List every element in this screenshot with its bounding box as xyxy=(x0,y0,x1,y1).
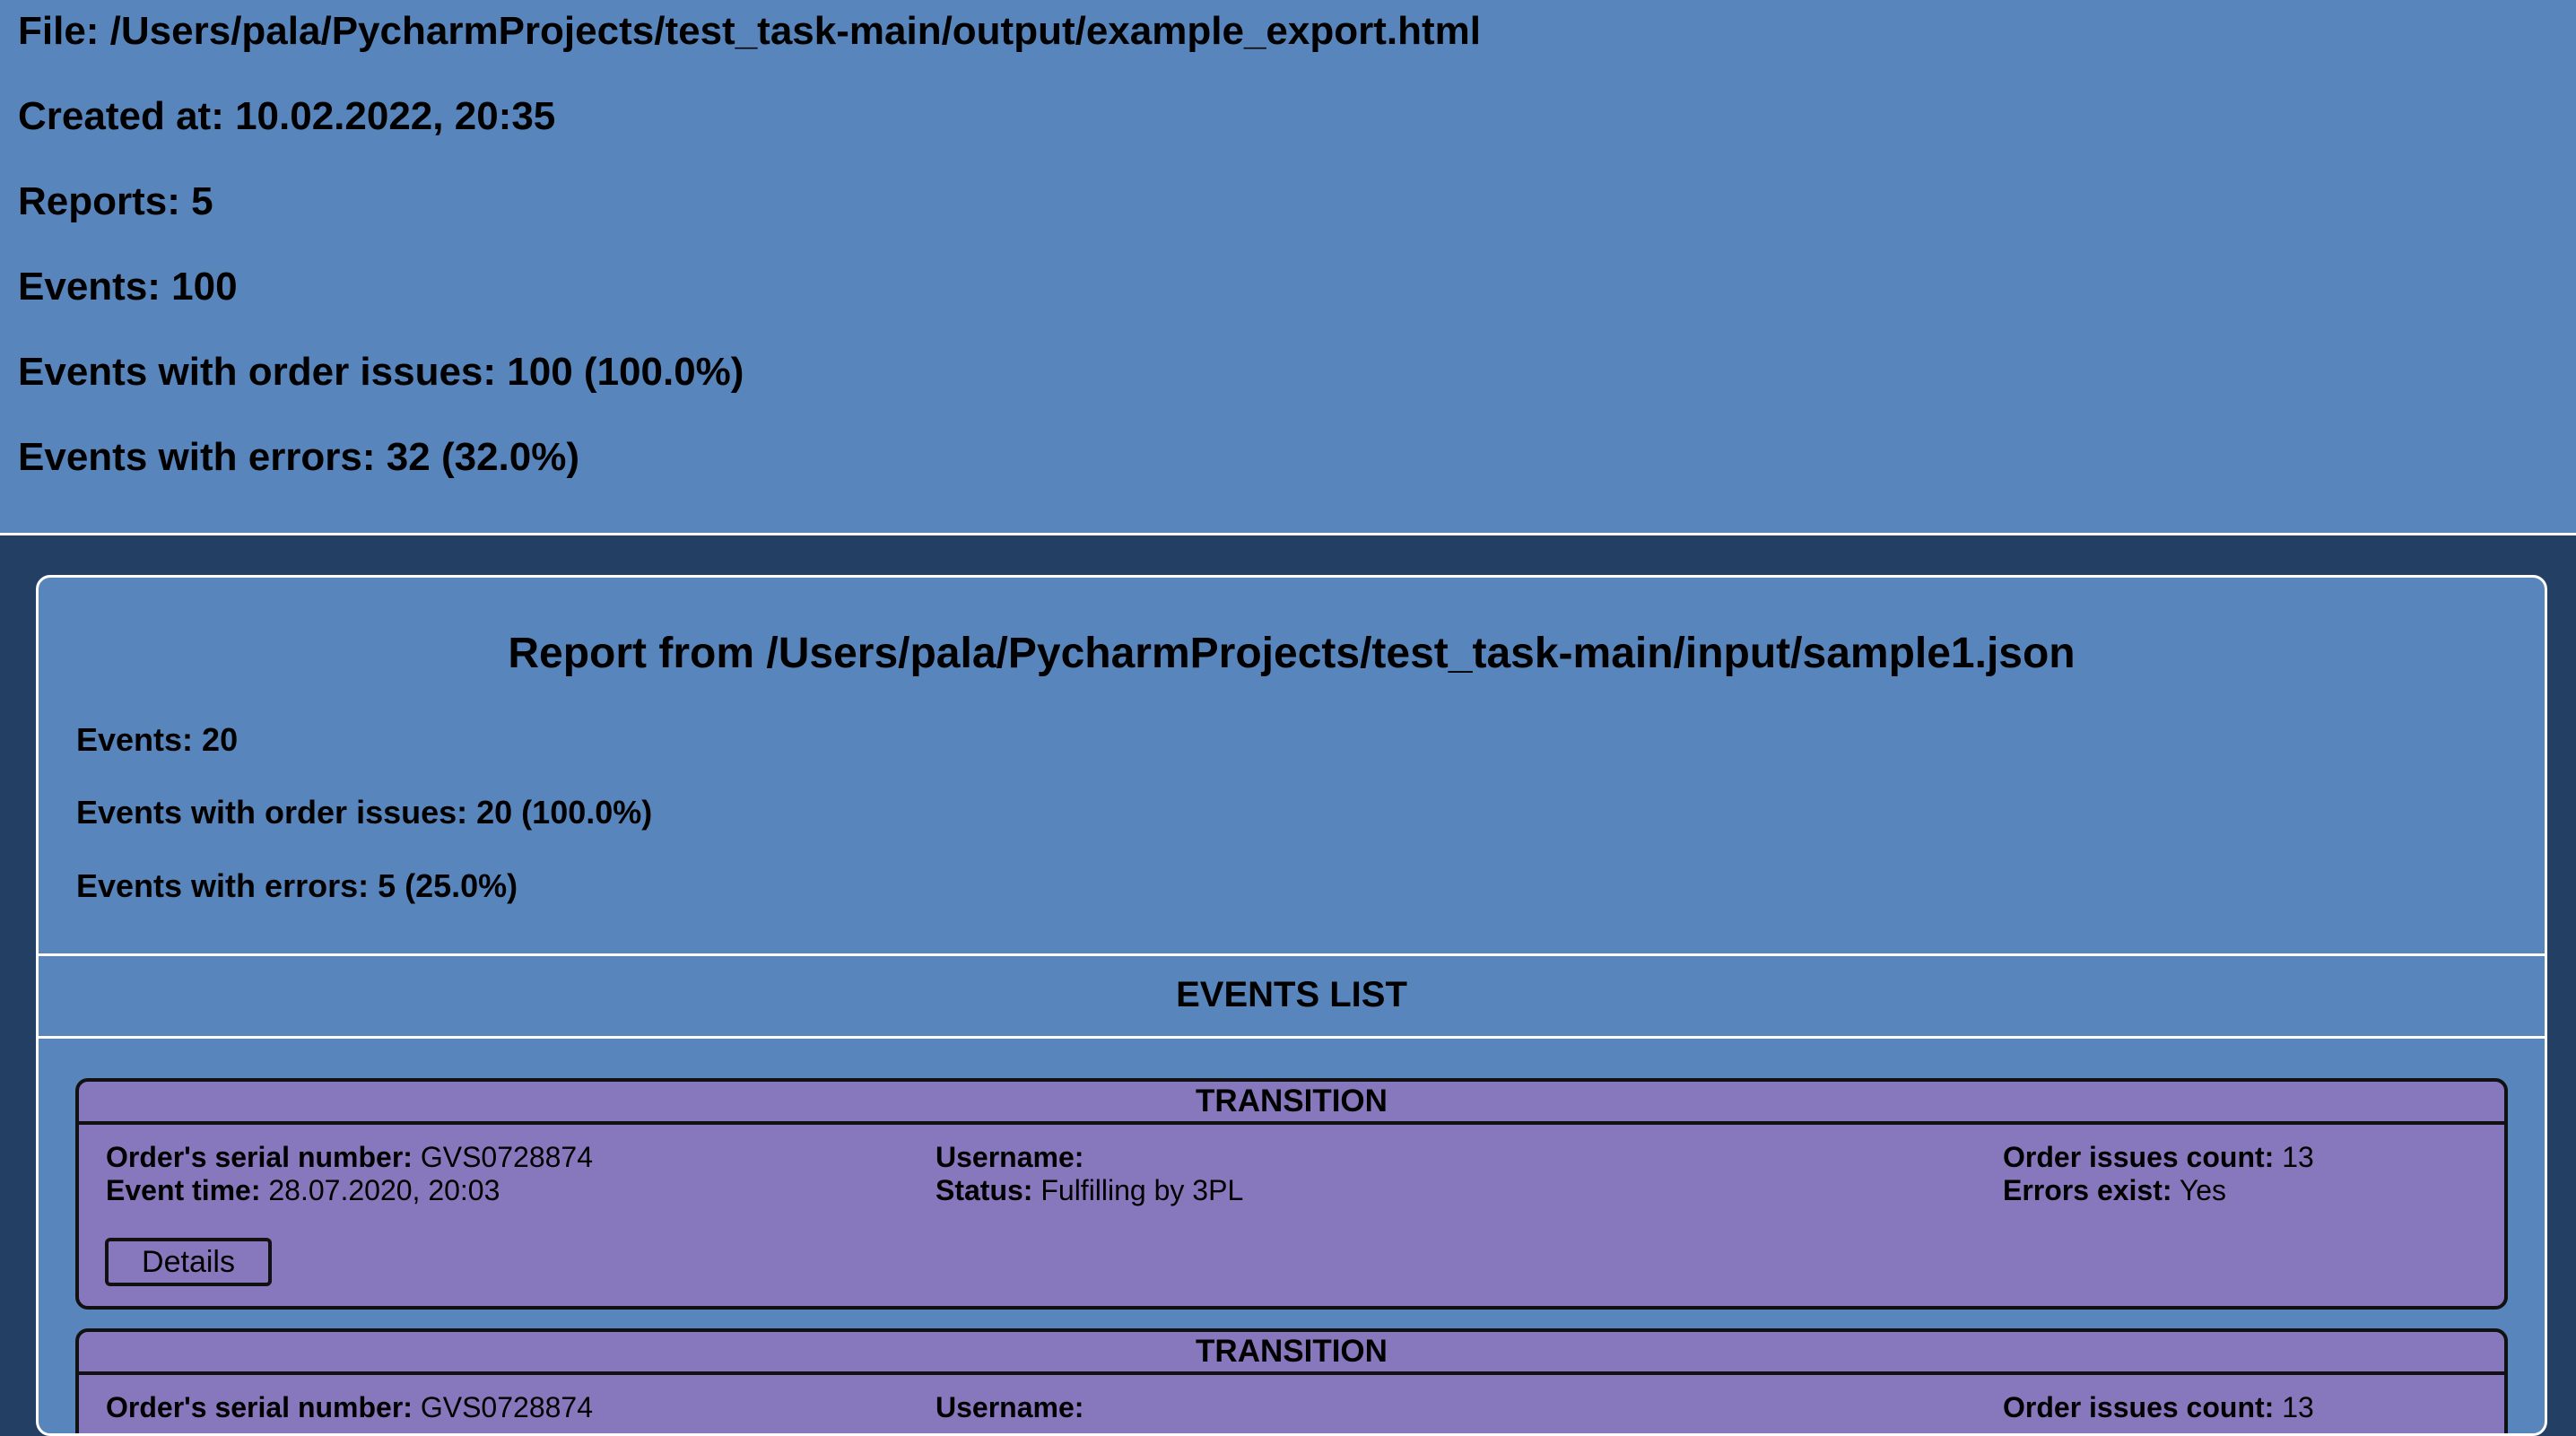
username-label: Username: xyxy=(936,1141,1084,1173)
report-panel: Report from /Users/pala/PycharmProjects/… xyxy=(36,575,2547,1436)
report-order-issues: Events with order issues: 20 (100.0%) xyxy=(76,794,653,831)
username-label: Username: xyxy=(936,1391,1084,1423)
issues-value: 13 xyxy=(2282,1391,2314,1423)
report-errors: Events with errors: 5 (25.0%) xyxy=(76,867,518,904)
serial-label: Order's serial number: xyxy=(106,1141,413,1173)
time-value: 28.07.2020, 20:03 xyxy=(268,1174,500,1206)
event-card: TRANSITION Order's serial number: GVS072… xyxy=(75,1328,2508,1433)
event-serial-field: Order's serial number: GVS0728874 xyxy=(106,1141,593,1174)
status-label: Status: xyxy=(936,1174,1033,1206)
status-value: Fulfilling by 3PL xyxy=(1040,1174,1244,1206)
event-card: TRANSITION Order's serial number: GVS072… xyxy=(75,1078,2508,1310)
export-errors: Events with errors: 32 (32.0%) xyxy=(18,435,580,479)
event-issues-field: Order issues count: 13 xyxy=(2003,1141,2314,1174)
event-time-field: Event time: 28.07.2020, 20:03 xyxy=(106,1174,500,1207)
event-username-field: Username: xyxy=(936,1391,1083,1424)
errors-value: Yes xyxy=(2179,1174,2227,1206)
export-file-path: File: /Users/pala/PycharmProjects/test_t… xyxy=(18,9,1481,53)
export-events-count: Events: 100 xyxy=(18,265,238,309)
report-title: Report from /Users/pala/PycharmProjects/… xyxy=(508,630,2076,677)
event-status-field: Status: Fulfilling by 3PL xyxy=(936,1174,1243,1207)
serial-label: Order's serial number: xyxy=(106,1391,413,1423)
issues-value: 13 xyxy=(2282,1141,2314,1173)
serial-value: GVS0728874 xyxy=(420,1141,593,1173)
details-button[interactable]: Details xyxy=(105,1238,272,1286)
event-serial-field: Order's serial number: GVS0728874 xyxy=(106,1391,593,1424)
export-created-at: Created at: 10.02.2022, 20:35 xyxy=(18,94,556,138)
export-summary: File: /Users/pala/PycharmProjects/test_t… xyxy=(0,0,2576,535)
time-label: Event time: xyxy=(106,1174,261,1206)
export-order-issues: Events with order issues: 100 (100.0%) xyxy=(18,350,744,394)
event-username-field: Username: xyxy=(936,1141,1083,1174)
issues-label: Order issues count: xyxy=(2003,1141,2275,1173)
report-events-count: Events: 20 xyxy=(76,721,239,758)
report-header: Report from /Users/pala/PycharmProjects/… xyxy=(39,578,2545,956)
serial-value: GVS0728874 xyxy=(420,1391,593,1423)
event-errors-field: Errors exist: Yes xyxy=(2003,1174,2226,1207)
errors-label: Errors exist: xyxy=(2003,1174,2172,1206)
export-reports-count: Reports: 5 xyxy=(18,179,213,223)
event-type: TRANSITION xyxy=(79,1332,2504,1375)
event-issues-field: Order issues count: 13 xyxy=(2003,1391,2314,1424)
event-type: TRANSITION xyxy=(79,1082,2504,1125)
issues-label: Order issues count: xyxy=(2003,1391,2275,1423)
events-list-header: EVENTS LIST xyxy=(39,956,2545,1039)
